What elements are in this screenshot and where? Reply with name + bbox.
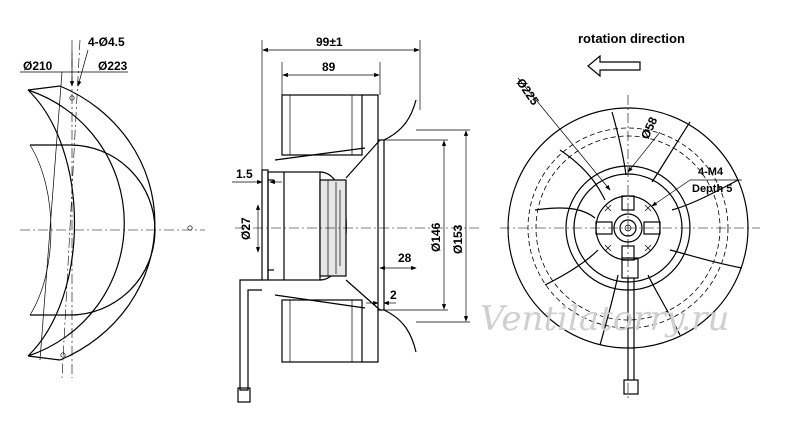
hole-right <box>187 225 193 231</box>
hole-top <box>69 95 75 101</box>
dim-shaft: Ø27 <box>239 217 253 240</box>
dim-d225: Ø225 <box>514 76 542 108</box>
impeller-blades <box>534 111 743 346</box>
left-dimension-lines <box>20 49 128 361</box>
dim-gap: 2 <box>390 288 397 302</box>
inlet-cone <box>345 94 417 363</box>
mounting-holes <box>60 95 193 358</box>
side-view: 99±1 89 <box>232 35 480 403</box>
front-center-lines <box>500 95 760 400</box>
dim-depth: Depth 5 <box>692 183 732 195</box>
dim-body-width: 89 <box>322 60 336 74</box>
cable-leg <box>237 279 262 403</box>
rotation-arrow-icon <box>587 54 641 78</box>
watermark: Ventilatorry.ru <box>480 299 729 339</box>
center-lines <box>20 39 205 379</box>
dim-d223: Ø223 <box>98 59 128 73</box>
left-view: Ø210 4-Ø4.5 Ø223 <box>20 35 205 379</box>
impeller-body <box>274 94 366 363</box>
dim-d210: Ø210 <box>23 59 53 73</box>
front-dimension-leaders <box>517 77 742 207</box>
rotation-direction-label: rotation direction <box>578 31 685 46</box>
dim-overall-width: 99±1 <box>316 35 343 49</box>
dim-d153: Ø153 <box>451 224 465 254</box>
flange-plate-outline <box>27 85 156 361</box>
thread-holes <box>604 204 652 252</box>
dim-thread: 4-M4 <box>698 166 724 178</box>
motor <box>267 171 347 281</box>
dim-inlet-depth: 28 <box>398 251 412 265</box>
dim-d58: Ø58 <box>638 114 660 141</box>
front-view: rotation direction <box>500 31 760 400</box>
hole-bottom <box>60 352 66 358</box>
dim-flange: 1.5 <box>236 167 253 181</box>
dim-d146: Ø146 <box>429 222 443 252</box>
dim-holes: 4-Ø4.5 <box>88 35 125 49</box>
